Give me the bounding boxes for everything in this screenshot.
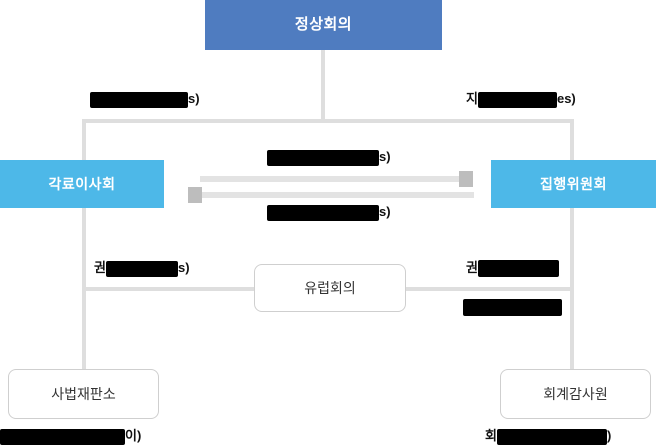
edge-label-court-of-auditors-note-prefix: 회 <box>485 428 497 443</box>
edge-label-executive-to-assembly-upper: 권 <box>466 259 559 278</box>
edge-label-court-of-auditors-note: 회) <box>485 427 611 445</box>
connector-ministers-to-assembly <box>82 287 254 291</box>
node-summit[interactable]: 정상회의 <box>205 0 442 50</box>
edge-label-court-of-justice-note: 이) <box>0 427 141 445</box>
edge-label-summit-to-executive-suffix: es) <box>556 91 576 106</box>
connector-summit-down <box>321 50 325 122</box>
redaction-bar <box>477 260 559 278</box>
node-summit-label: 정상회의 <box>294 16 353 33</box>
connector-stub-court-of-auditors <box>570 352 574 370</box>
redaction-bar <box>90 91 188 108</box>
edge-label-executive-to-assembly-upper-prefix: 권 <box>466 260 478 275</box>
mutual-arrow-right-head <box>459 171 473 187</box>
edge-label-court-of-auditors-note-suffix: ) <box>606 428 612 443</box>
connector-bus-to-executive <box>570 119 574 160</box>
redaction-bar <box>105 260 178 277</box>
redaction-bar <box>267 149 379 166</box>
connector-stub-court-of-justice <box>82 352 86 370</box>
edge-label-court-of-justice-note-suffix: 이) <box>125 428 142 443</box>
edge-label-summit-to-ministers-suffix: s) <box>188 91 200 106</box>
node-european-assembly[interactable]: 유럽회의 <box>254 264 406 312</box>
redaction-bar <box>0 428 125 445</box>
node-court-of-justice[interactable]: 사법재판소 <box>8 369 159 419</box>
edge-label-mutual-bottom-suffix: s) <box>379 204 391 219</box>
connector-bus-to-ministers <box>82 119 86 160</box>
edge-label-summit-to-executive: 지 es) <box>466 90 576 108</box>
node-court-of-justice-label: 사법재판소 <box>51 385 116 402</box>
edge-label-mutual-top: s) <box>267 148 391 166</box>
edge-label-mutual-bottom: s) <box>267 203 391 221</box>
mutual-arrow-left-bar <box>194 192 474 198</box>
mutual-arrow-right-bar <box>200 176 462 182</box>
connector-assembly-to-executive <box>405 287 574 291</box>
node-council-of-ministers-label: 각료이사회 <box>48 175 116 192</box>
edge-label-mutual-top-suffix: s) <box>379 149 391 164</box>
node-executive-committee[interactable]: 집행위원회 <box>491 160 656 208</box>
node-council-of-ministers[interactable]: 각료이사회 <box>0 160 164 208</box>
redaction-bar <box>267 204 379 221</box>
node-court-of-auditors[interactable]: 회계감사원 <box>500 369 651 419</box>
edge-label-ministers-to-assembly-prefix: 권 <box>94 260 106 275</box>
mutual-arrow-left-head <box>188 187 202 203</box>
node-executive-committee-label: 집행위원회 <box>540 175 607 192</box>
node-european-assembly-label: 유럽회의 <box>304 279 356 296</box>
edge-label-ministers-to-assembly: 권 s) <box>94 259 190 277</box>
edge-label-executive-to-assembly-lower <box>463 298 562 317</box>
redaction-bar <box>496 428 607 445</box>
edge-label-summit-to-executive-prefix: 지 <box>466 91 478 106</box>
edge-label-ministers-to-assembly-suffix: s) <box>177 260 190 275</box>
redaction-bar <box>477 91 557 108</box>
edge-label-summit-to-ministers: s) <box>90 90 200 108</box>
redaction-bar <box>463 299 562 317</box>
node-court-of-auditors-label: 회계감사원 <box>543 385 608 402</box>
connector-main-bus <box>82 119 574 123</box>
